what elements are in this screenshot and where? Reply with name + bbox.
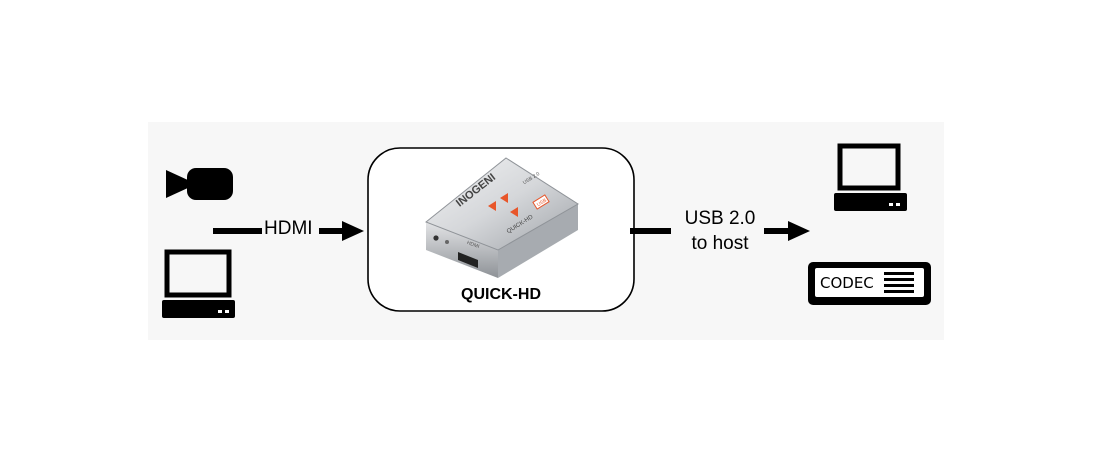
usb-label-line1: USB 2.0 — [684, 208, 756, 229]
laptop-icon-host — [834, 143, 907, 211]
accent-arrow — [510, 207, 518, 217]
laptop-icon-source — [162, 249, 235, 318]
accent-arrow — [488, 201, 496, 211]
usb-label: USB 2.0 to host — [672, 206, 768, 256]
video-camera-icon — [166, 168, 233, 200]
device-badge — [532, 194, 550, 210]
codec-icon — [808, 262, 931, 305]
hdmi-arrow — [213, 221, 364, 241]
codec-label: CODEC — [820, 274, 874, 292]
usb-arrow — [630, 221, 810, 241]
accent-arrow — [500, 193, 508, 203]
device-label: QUICK-HD — [461, 286, 541, 303]
usb-label-line2: to host — [691, 233, 749, 254]
capture-device — [425, 157, 579, 278]
hdmi-label: HDMI — [263, 218, 314, 240]
